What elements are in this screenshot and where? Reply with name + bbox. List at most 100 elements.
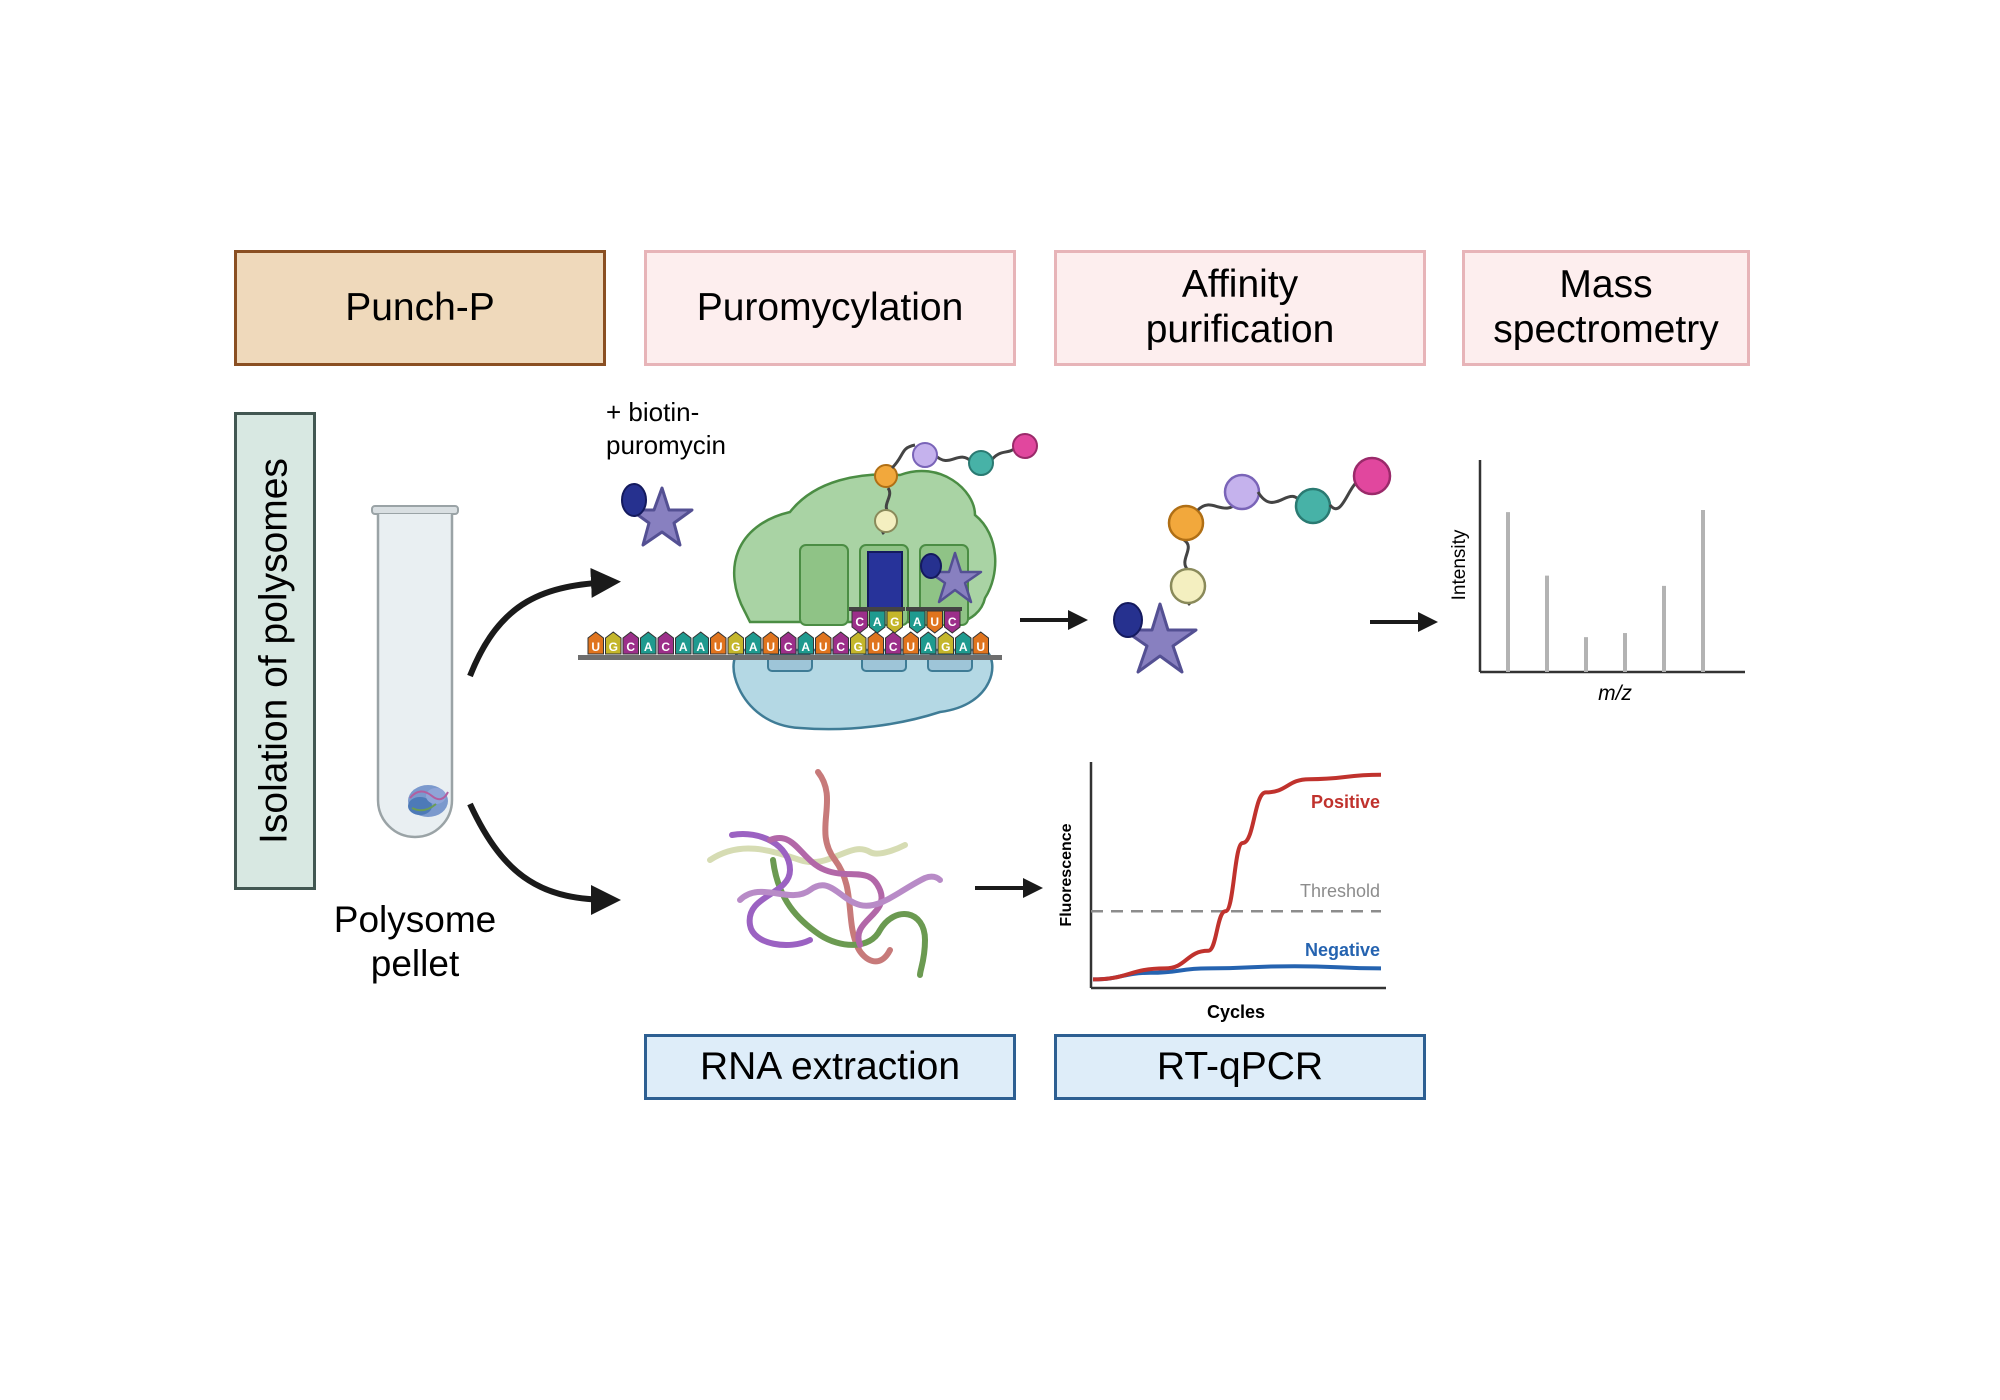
mrna-base-letter: U <box>591 640 600 654</box>
rt-qpcr-label: RT-qPCR <box>1156 1044 1324 1088</box>
biotin-puromycin-icon <box>621 483 694 547</box>
mrna-base-letter: G <box>854 640 863 654</box>
codon-base-letter: G <box>890 615 899 629</box>
mrna-base <box>657 631 674 655</box>
mrna-base-letter: C <box>836 640 845 654</box>
mrna-base <box>622 631 639 655</box>
puromycylation-label: Puromycylation <box>696 285 964 329</box>
puromycylation-header: Puromycylation <box>644 250 1016 366</box>
mrna-base-letter: U <box>976 640 985 654</box>
codon-base <box>851 610 868 634</box>
threshold-label: Threshold <box>1300 881 1380 901</box>
mrna-base <box>832 631 849 655</box>
mrna-base-letter: G <box>941 640 950 654</box>
mass-spectrum-chart: Intensity m/z <box>1449 460 1745 705</box>
mrna-base <box>605 631 622 655</box>
mrna-base-letter: A <box>749 640 758 654</box>
mrna-base <box>745 631 762 655</box>
mz-axis-label: m/z <box>1598 682 1632 705</box>
mrna-base-letter: A <box>679 640 688 654</box>
puromycin-label: puromycin <box>606 429 726 460</box>
mrna-base <box>640 631 657 655</box>
mrna-base <box>762 631 779 655</box>
upper-curved-arrow <box>467 567 621 678</box>
mass-label: Mass <box>1559 263 1653 307</box>
positive-curve <box>1092 772 1382 982</box>
cycles-axis-label: Cycles <box>1207 1002 1265 1022</box>
rna-extraction-label: RNA extraction <box>699 1044 961 1088</box>
mrna-base <box>885 631 902 655</box>
mrna-base <box>972 631 989 655</box>
mrna-base <box>902 631 919 655</box>
mrna-base <box>675 631 692 655</box>
mrna-base-letter: C <box>784 640 793 654</box>
mrna-base-letter: A <box>644 640 653 654</box>
mrna-base <box>850 631 867 655</box>
mrna-base-letter: U <box>714 640 723 654</box>
mrna-base <box>727 631 744 655</box>
polysome-pellet-label: Polysome pellet <box>300 898 530 987</box>
codon-base <box>909 610 926 634</box>
biotin-label: + biotin- <box>606 397 700 427</box>
purified-peptide-icon <box>1113 456 1392 674</box>
codon-base-letter: U <box>930 615 939 629</box>
biotin-puromycin-label: + biotin- puromycin <box>606 396 766 461</box>
codon-base-letter: C <box>948 615 957 629</box>
lower-curved-arrow <box>467 802 621 915</box>
mrna-base <box>955 631 972 655</box>
mrna-base-letter: G <box>731 640 740 654</box>
mrna-base-letter: U <box>871 640 880 654</box>
mrna-base <box>867 631 884 655</box>
mass-spectrometry-header: Mass spectrometry <box>1462 250 1750 366</box>
mrna-base-letter: C <box>626 640 635 654</box>
qpcr-chart: Threshold Positive Negative Fluorescence… <box>1058 762 1386 1022</box>
codon-base-letter: C <box>855 615 864 629</box>
test-tube-icon <box>371 505 459 839</box>
mrna-base <box>797 631 814 655</box>
codon-base <box>926 610 943 634</box>
polysome-label: Polysome <box>333 899 497 940</box>
isolation-of-polysomes-box: Isolation of polysomes <box>234 412 316 890</box>
pellet-label: pellet <box>370 943 460 985</box>
affinity-purification-header: Affinity purification <box>1054 250 1426 366</box>
codon-base-letter: A <box>873 615 882 629</box>
spectrometry-label: spectrometry <box>1493 308 1719 351</box>
mrna-base <box>937 631 954 655</box>
mrna-base-letter: A <box>959 640 968 654</box>
positive-label: Positive <box>1311 792 1380 812</box>
mrna-base <box>587 631 604 655</box>
negative-label: Negative <box>1305 940 1380 960</box>
mrna-base-letter: A <box>696 640 705 654</box>
mrna-base-letter: G <box>609 640 618 654</box>
mrna-base <box>692 631 709 655</box>
affinity-label: Affinity <box>1181 263 1299 307</box>
mrna-base <box>920 631 937 655</box>
mrna-base-letter: U <box>906 640 915 654</box>
mrna-base <box>780 631 797 655</box>
punch-p-label: Punch-P <box>345 285 495 329</box>
codon-base <box>886 610 903 634</box>
mrna-base-letter: U <box>766 640 775 654</box>
codon-base-letter: A <box>913 615 922 629</box>
fluorescence-axis-label: Fluorescence <box>1058 823 1075 926</box>
mrna-base <box>710 631 727 655</box>
intensity-axis-label: Intensity <box>1449 529 1470 600</box>
purification-label: purification <box>1145 308 1335 351</box>
codon-base <box>869 610 886 634</box>
polysome-pellet-icon <box>408 785 449 817</box>
mrna-base-letter: A <box>924 640 933 654</box>
mrna-base-letter: C <box>889 640 898 654</box>
mrna-base-letter: A <box>801 640 810 654</box>
mrna-base <box>815 631 832 655</box>
rna-strands-icon <box>707 769 943 978</box>
mrna-base-letter: U <box>819 640 828 654</box>
codon-base <box>944 610 961 634</box>
rt-qpcr-footer: RT-qPCR <box>1054 1034 1426 1100</box>
punch-p-header: Punch-P <box>234 250 606 366</box>
mrna-base-letter: C <box>661 640 670 654</box>
rna-extraction-footer: RNA extraction <box>644 1034 1016 1100</box>
